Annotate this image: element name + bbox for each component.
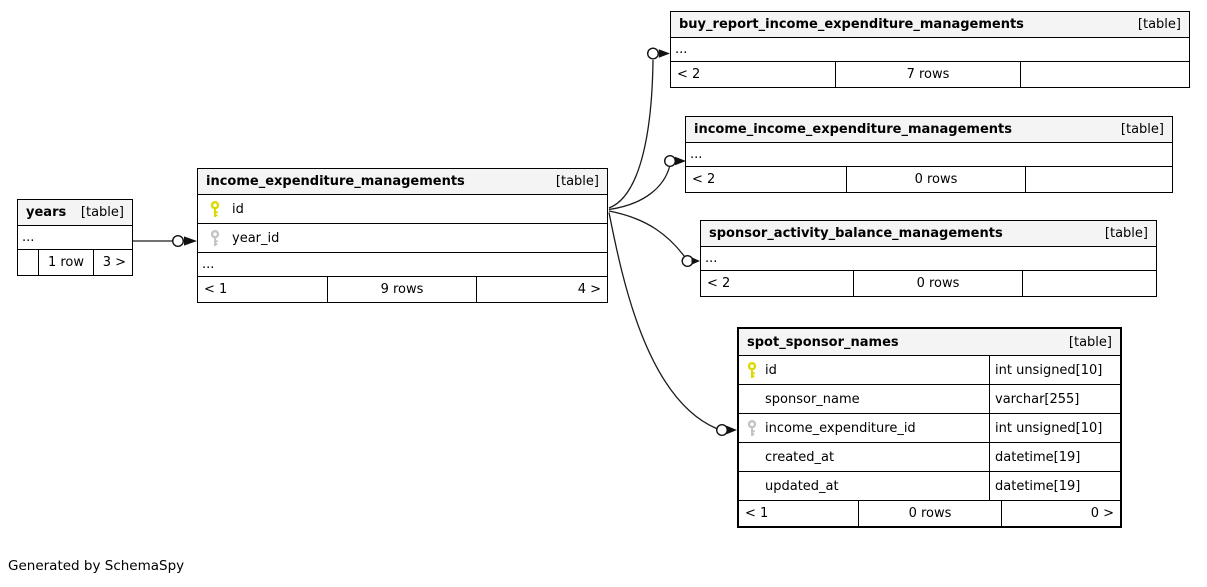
column-row-updated-at: updated_at datetime[19] bbox=[739, 472, 1120, 501]
footer-children bbox=[1021, 62, 1189, 87]
table-buy-report-header[interactable]: buy_report_income_expenditure_management… bbox=[671, 12, 1189, 38]
footer-parents: < 1 bbox=[745, 506, 769, 521]
table-buy-report-income-expenditure-managements[interactable]: buy_report_income_expenditure_management… bbox=[670, 11, 1190, 88]
table-type-tag: [table] bbox=[1120, 122, 1164, 137]
table-type-tag: [table] bbox=[1137, 17, 1181, 32]
column-row-id: id bbox=[198, 195, 607, 224]
column-name: created_at bbox=[765, 449, 835, 465]
relationship-line-to-income-income bbox=[608, 166, 671, 211]
footer-children: 0 > bbox=[1090, 506, 1114, 521]
table-years[interactable]: years [table] ... 1 row 3 > bbox=[17, 199, 133, 276]
table-sponsor-activity-balance-managements[interactable]: sponsor_activity_balance_managements [ta… bbox=[700, 220, 1157, 297]
footer-parents bbox=[18, 250, 38, 275]
table-name: spot_sponsor_names bbox=[747, 334, 899, 350]
collapsed-columns: ... bbox=[18, 226, 132, 250]
footer-children bbox=[1026, 167, 1172, 192]
column-name: id bbox=[765, 362, 777, 378]
column-row-income-expenditure-id: income_expenditure_id int unsigned[10] bbox=[739, 414, 1120, 443]
table-spot-sponsor-names[interactable]: spot_sponsor_names [table] id int unsign… bbox=[737, 327, 1122, 528]
arrowhead-icon bbox=[184, 236, 197, 246]
collapsed-columns: ... bbox=[686, 143, 1172, 167]
table-type-tag: [table] bbox=[555, 174, 599, 189]
relationship-line-to-buy-report bbox=[608, 59, 654, 209]
footer-parents: < 2 bbox=[707, 276, 731, 291]
table-name: income_expenditure_managements bbox=[206, 174, 465, 189]
footer-rowcount: 7 rows bbox=[835, 62, 1021, 87]
arrowhead-icon bbox=[691, 257, 700, 265]
column-name: sponsor_name bbox=[765, 391, 860, 407]
column-type: varchar[255] bbox=[989, 385, 1120, 413]
column-name: updated_at bbox=[765, 478, 839, 494]
cardinality-circle bbox=[664, 154, 677, 167]
table-name: sponsor_activity_balance_managements bbox=[709, 226, 1003, 241]
collapsed-columns: ... bbox=[671, 38, 1189, 62]
foreign-key-icon bbox=[747, 419, 757, 437]
column-name: income_expenditure_id bbox=[765, 420, 916, 436]
table-name: income_income_expenditure_managements bbox=[694, 122, 1012, 137]
footer-parents: < 2 bbox=[692, 172, 716, 187]
footer-children: 3 > bbox=[102, 255, 126, 270]
column-name: year_id bbox=[232, 230, 280, 246]
footer-rowcount: 1 row bbox=[38, 250, 94, 275]
arrowhead-icon bbox=[726, 425, 737, 435]
primary-key-icon bbox=[747, 361, 757, 379]
cardinality-circle bbox=[681, 254, 694, 267]
table-spot-sponsor-names-header[interactable]: spot_sponsor_names [table] bbox=[739, 329, 1120, 356]
column-row-year-id: year_id bbox=[198, 224, 607, 253]
arrowhead-icon bbox=[658, 49, 670, 58]
table-income-income-expenditure-managements[interactable]: income_income_expenditure_managements [t… bbox=[685, 116, 1173, 193]
table-years-header[interactable]: years [table] bbox=[18, 200, 132, 226]
column-name: id bbox=[232, 201, 244, 217]
cardinality-circle bbox=[716, 424, 729, 437]
column-type: int unsigned[10] bbox=[989, 356, 1120, 384]
table-income-expenditure-managements[interactable]: income_expenditure_managements [table] i… bbox=[197, 168, 608, 303]
table-type-tag: [table] bbox=[1104, 226, 1148, 241]
column-type: datetime[19] bbox=[989, 443, 1120, 471]
footer-rowcount: 0 rows bbox=[846, 167, 1026, 192]
footer-children bbox=[1023, 271, 1156, 296]
column-type: datetime[19] bbox=[989, 472, 1120, 500]
column-row-sponsor-name: sponsor_name varchar[255] bbox=[739, 385, 1120, 414]
footer-parents: < 2 bbox=[677, 67, 701, 82]
table-type-tag: [table] bbox=[80, 205, 124, 220]
table-name: buy_report_income_expenditure_management… bbox=[679, 17, 1024, 32]
table-footer: < 1 0 rows 0 > bbox=[739, 501, 1120, 526]
column-row-id: id int unsigned[10] bbox=[739, 356, 1120, 385]
table-footer: < 2 0 rows bbox=[686, 167, 1172, 192]
foreign-key-icon bbox=[210, 229, 220, 247]
table-income-expenditure-managements-header[interactable]: income_expenditure_managements [table] bbox=[198, 169, 607, 195]
table-footer: < 2 0 rows bbox=[701, 271, 1156, 296]
cardinality-circle bbox=[647, 47, 660, 60]
footer-rowcount: 0 rows bbox=[858, 501, 1002, 526]
relationship-line-to-sponsor-activity bbox=[608, 210, 686, 257]
collapsed-columns: ... bbox=[701, 247, 1156, 271]
table-name: years bbox=[26, 205, 67, 220]
column-row-created-at: created_at datetime[19] bbox=[739, 443, 1120, 472]
table-footer: 1 row 3 > bbox=[18, 250, 132, 275]
table-footer: < 2 7 rows bbox=[671, 62, 1189, 87]
column-type: int unsigned[10] bbox=[989, 414, 1120, 442]
table-income-income-header[interactable]: income_income_expenditure_managements [t… bbox=[686, 117, 1172, 143]
cardinality-circle bbox=[171, 234, 184, 247]
table-type-tag: [table] bbox=[1068, 334, 1112, 350]
generated-by-note: Generated by SchemaSpy bbox=[8, 558, 185, 574]
primary-key-icon bbox=[210, 200, 220, 218]
footer-rowcount: 9 rows bbox=[327, 277, 477, 302]
footer-parents: < 1 bbox=[204, 282, 228, 297]
footer-rowcount: 0 rows bbox=[853, 271, 1023, 296]
table-footer: < 1 9 rows 4 > bbox=[198, 277, 607, 302]
collapsed-columns: ... bbox=[198, 253, 607, 277]
footer-children: 4 > bbox=[577, 282, 601, 297]
table-sponsor-activity-header[interactable]: sponsor_activity_balance_managements [ta… bbox=[701, 221, 1156, 247]
